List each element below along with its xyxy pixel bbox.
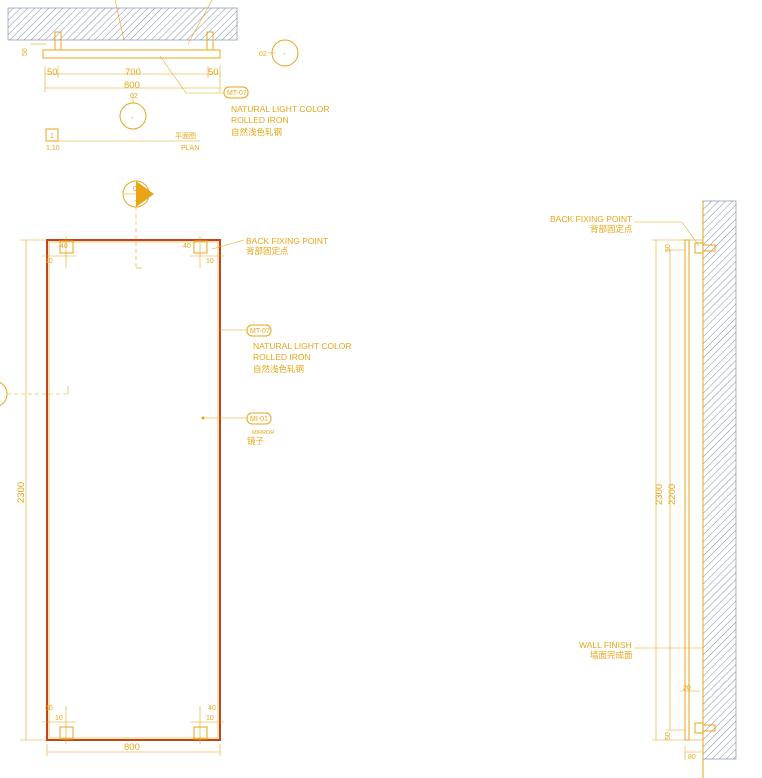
fixing-point-bottom-right: 40 10 [190, 705, 224, 744]
section-view: 2300 2200 50 50 20 80 BACK FIXING POINT … [550, 200, 737, 778]
fixing-bracket [193, 726, 208, 740]
material-name-cn: 自然浅色轧钢 [231, 127, 282, 137]
mirror-glass [48, 241, 219, 739]
section-dim-bottom: 50 [665, 732, 672, 740]
section-dim-top: 50 [665, 244, 672, 252]
material-tag [246, 324, 272, 337]
wall-finish-label: WALL FINISH [579, 640, 632, 650]
mirror-plan-strip [42, 49, 221, 59]
leader-line [211, 239, 245, 250]
fixing-bracket [59, 726, 74, 740]
back-fixing-label: BACK FIXING POINT [550, 214, 632, 224]
material-name-cn: 自然浅色轧钢 [253, 364, 304, 374]
section-dim-depth: 80 [688, 754, 696, 761]
corner-dim: 10 [45, 258, 53, 265]
material-name: NATURAL LIGHT COLOR [253, 341, 352, 351]
fixing-anchor [702, 724, 716, 732]
corner-dim: 50 [45, 705, 53, 712]
section-dim-inner: 2200 [667, 484, 678, 505]
title-en: PLAN [181, 145, 199, 152]
mirror-tag [246, 412, 272, 425]
title-number: 1 [50, 133, 54, 140]
material-tag-label: MT-07 [250, 328, 270, 335]
dim-label: 50 [47, 67, 58, 78]
elevation-view: 02 - 40 10 40 10 50 10 [0, 180, 352, 756]
section-marker-label: 02 [133, 186, 141, 193]
fixing-point-top-right: 40 10 [183, 236, 224, 268]
corner-dim: 10 [206, 715, 214, 722]
ceiling-hatch [7, 7, 238, 41]
mirror-frame [46, 239, 221, 741]
dim-label: 50 [208, 67, 219, 78]
fixing-anchor [702, 244, 716, 252]
mirror-sub: MIRROR [252, 430, 274, 436]
height-dim: 2300 [16, 482, 27, 503]
dim-label: 700 [125, 67, 141, 78]
dim-label: 800 [124, 80, 140, 91]
dim-label: 50 [22, 48, 29, 56]
section-marker-ref: - [131, 112, 134, 122]
back-fixing-label-cn: 背部固定点 [590, 224, 633, 234]
plan-view: 50 50 700 50 800 02 - MT-07 NATURAL LIGH… [7, 0, 330, 152]
corner-dim: 40 [208, 705, 216, 712]
section-marker-label: 02 [259, 51, 267, 58]
leader-line [159, 55, 187, 94]
back-fixing-label: BACK FIXING POINT [246, 236, 328, 246]
leader-line [114, 0, 125, 41]
corner-dim: 40 [183, 243, 191, 250]
material-name: NATURAL LIGHT COLOR [231, 104, 330, 114]
wall-finish-label-cn: 墙面完成面 [590, 650, 633, 660]
material-name: ROLLED IRON [231, 115, 289, 125]
back-fixing-label-cn: 背部固定点 [246, 246, 289, 256]
section-dim-20: 20 [683, 685, 691, 692]
leader-dot [201, 416, 205, 420]
leader-line [681, 221, 700, 247]
material-tag-label: MT-07 [227, 90, 247, 97]
width-dim: 800 [124, 742, 140, 753]
leader-line [187, 0, 213, 45]
material-name: ROLLED IRON [253, 352, 311, 362]
wall-hatch [702, 200, 737, 760]
mirror-tag-label: MI-01 [250, 416, 268, 423]
section-dim-total: 2300 [654, 484, 665, 505]
fixing-point-top-left: 40 10 [42, 236, 76, 268]
fixing-bracket [59, 240, 74, 254]
corner-dim: 10 [55, 715, 63, 722]
section-marker-ref: - [134, 195, 137, 205]
fixing-point-bottom-left: 50 10 [42, 705, 76, 744]
section-marker-ref: - [283, 48, 286, 58]
title-scale: 1:10 [46, 145, 60, 152]
section-marker [0, 381, 8, 407]
fixing-bracket [694, 242, 704, 254]
corner-dim: 40 [60, 243, 68, 250]
title-cn: 平面图 [175, 132, 196, 140]
fixing-bracket [193, 240, 208, 254]
mirror-name-cn: 镜子 [247, 436, 265, 446]
section-marker-label: 02 [130, 93, 138, 100]
material-tag [223, 86, 249, 99]
fixing-bracket [694, 722, 704, 734]
mirror-section [684, 239, 690, 741]
corner-dim: 10 [206, 258, 214, 265]
